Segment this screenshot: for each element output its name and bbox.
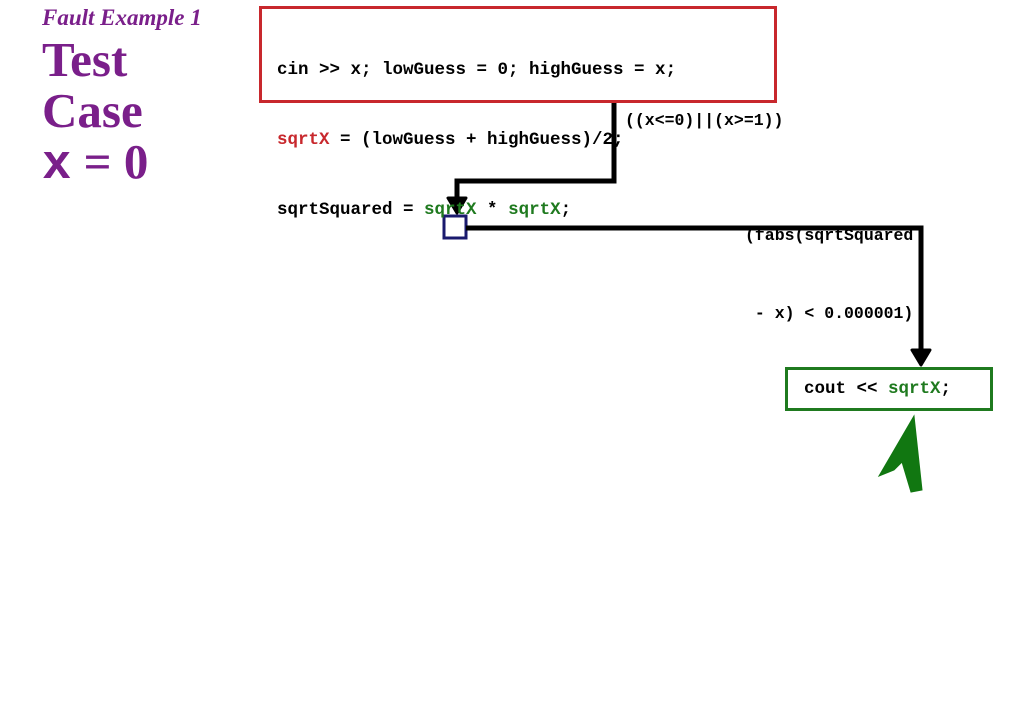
exit-condition-label: (fabs(sqrtSquared - x) < 0.000001) <box>745 171 913 353</box>
code-line-1: cin >> x; lowGuess = 0; highGuess = x; <box>277 60 677 80</box>
title-line-case: Case <box>42 83 143 138</box>
code-block: cin >> x; lowGuess = 0; highGuess = x; s… <box>259 6 777 220</box>
output-prefix: cout << <box>804 379 889 399</box>
code-line-3-var2: sqrtX <box>508 200 561 220</box>
slide-title: Test Case x = 0 <box>42 34 148 191</box>
title-line-value: x = 0 <box>42 136 148 191</box>
slide-subtitle: Fault Example 1 <box>42 5 202 30</box>
green-pointer-arrow <box>877 414 923 493</box>
edge-to-loop-node <box>454 103 617 200</box>
exit-condition-line-2: - x) < 0.000001) <box>745 304 914 323</box>
arrowhead-to-output <box>910 348 932 367</box>
loop-condition-label: ((x<=0)||(x>=1)) <box>625 111 784 130</box>
fault-variable: sqrtX <box>277 130 330 150</box>
code-line-3-a: sqrtSquared = <box>277 200 425 220</box>
output-block: cout << sqrtX; <box>785 367 993 411</box>
output-suffix: ; <box>940 379 952 399</box>
code-line-3-var1: sqrtX <box>424 200 477 220</box>
code-line-2-rest: = (lowGuess + highGuess)/2; <box>329 130 624 150</box>
exit-condition-line-1: (fabs(sqrtSquared <box>745 226 914 245</box>
edge-to-output <box>466 225 924 352</box>
output-variable: sqrtX <box>888 379 941 399</box>
code-line-2: sqrtX = (lowGuess + highGuess)/2; <box>277 125 774 155</box>
title-line-test: Test <box>42 32 128 87</box>
arrowhead-to-loop-node <box>446 196 468 215</box>
title-variable: x <box>42 137 72 193</box>
code-line-3: sqrtSquared = sqrtX * sqrtX; <box>277 195 774 225</box>
title-equals-value: = 0 <box>71 134 149 189</box>
code-line-3-c: ; <box>560 200 572 220</box>
code-line-3-b: * <box>476 200 509 220</box>
